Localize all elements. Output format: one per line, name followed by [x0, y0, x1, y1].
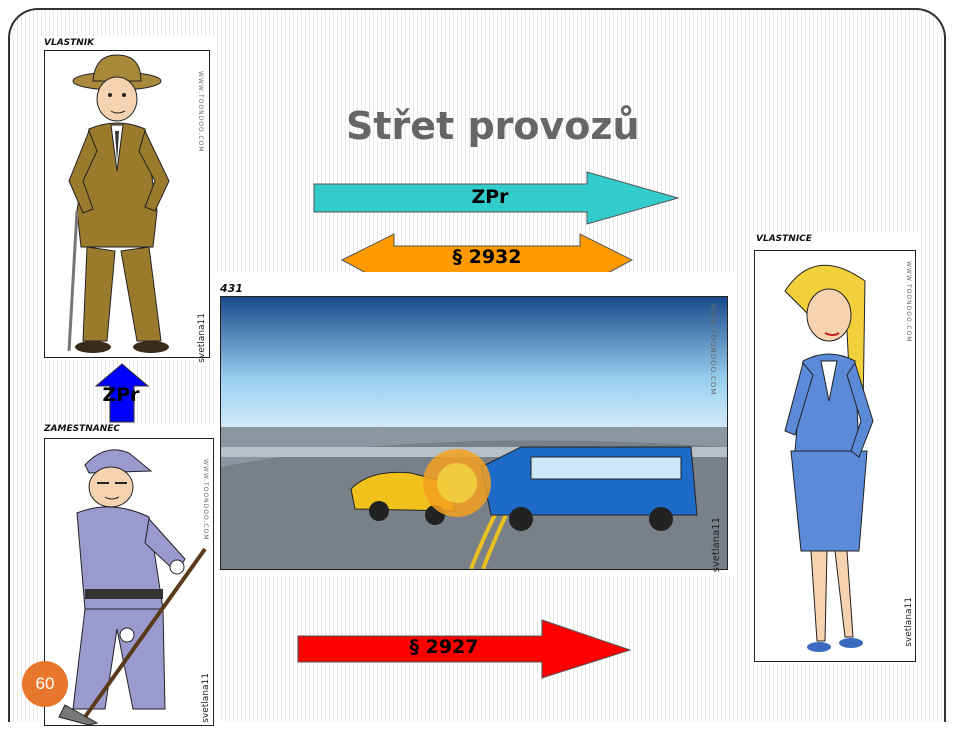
- slide-title: Střet provozů: [346, 104, 640, 148]
- employee-credit: WWW.TOONDOO.COM: [202, 459, 209, 541]
- zpr-right-arrow-label: ZPr: [471, 186, 509, 208]
- zpr-right-arrow: [313, 171, 680, 225]
- owner-female-signature: svetlana11: [904, 597, 914, 647]
- owner-female-frame: WWW.TOONDOO.COM svetlana11: [754, 250, 916, 662]
- owner-female-illustration: [784, 264, 874, 652]
- paragraph-2927-arrow: [297, 619, 632, 679]
- paragraph-2927-label: § 2927: [409, 636, 479, 658]
- crash-scene-panel: 431 WWW.TOONDOO.COM svet: [216, 272, 736, 576]
- crash-scene-frame: WWW.TOONDOO.COM svetlana11: [220, 296, 728, 573]
- crash-scene-caption: 431: [220, 282, 243, 295]
- owner-male-frame: WWW.TOONDOO.COM svetlana11: [44, 50, 210, 363]
- crash-scene-credit: WWW.TOONDOO.COM: [709, 303, 717, 396]
- zpr-up-arrow: [94, 363, 150, 423]
- owner-female-panel: VLASTNICE WWW.TOONDOO.COM svetlana11: [752, 232, 918, 664]
- employee-frame: WWW.TOONDOO.COM svetlana11: [44, 438, 214, 726]
- employee-illustration: [58, 449, 207, 726]
- crash-scene-signature: svetlana11: [711, 517, 722, 573]
- owner-male-caption: VLASTNIK: [44, 38, 95, 48]
- owner-female-caption: VLASTNICE: [756, 234, 812, 244]
- employee-signature: svetlana11: [201, 673, 211, 723]
- employee-caption: ZAMESTNANEC: [44, 424, 120, 434]
- paragraph-2932-label: § 2932: [452, 246, 522, 268]
- owner-female-credit: WWW.TOONDOO.COM: [905, 261, 912, 343]
- crash-scene-illustration: [221, 297, 727, 570]
- owner-male-signature: svetlana11: [197, 313, 207, 363]
- owner-male-illustration: [67, 54, 170, 353]
- page-number-badge: 60: [22, 661, 68, 707]
- owner-male-credit: WWW.TOONDOO.COM: [197, 71, 204, 153]
- employee-panel: ZAMESTNANEC WWW.TOONDOO.COM svetlana11: [40, 424, 220, 726]
- owner-male-panel: VLASTNIK WWW.TOONDOO.COM svetlan: [40, 36, 216, 363]
- zpr-up-arrow-label: ZPr: [102, 384, 140, 406]
